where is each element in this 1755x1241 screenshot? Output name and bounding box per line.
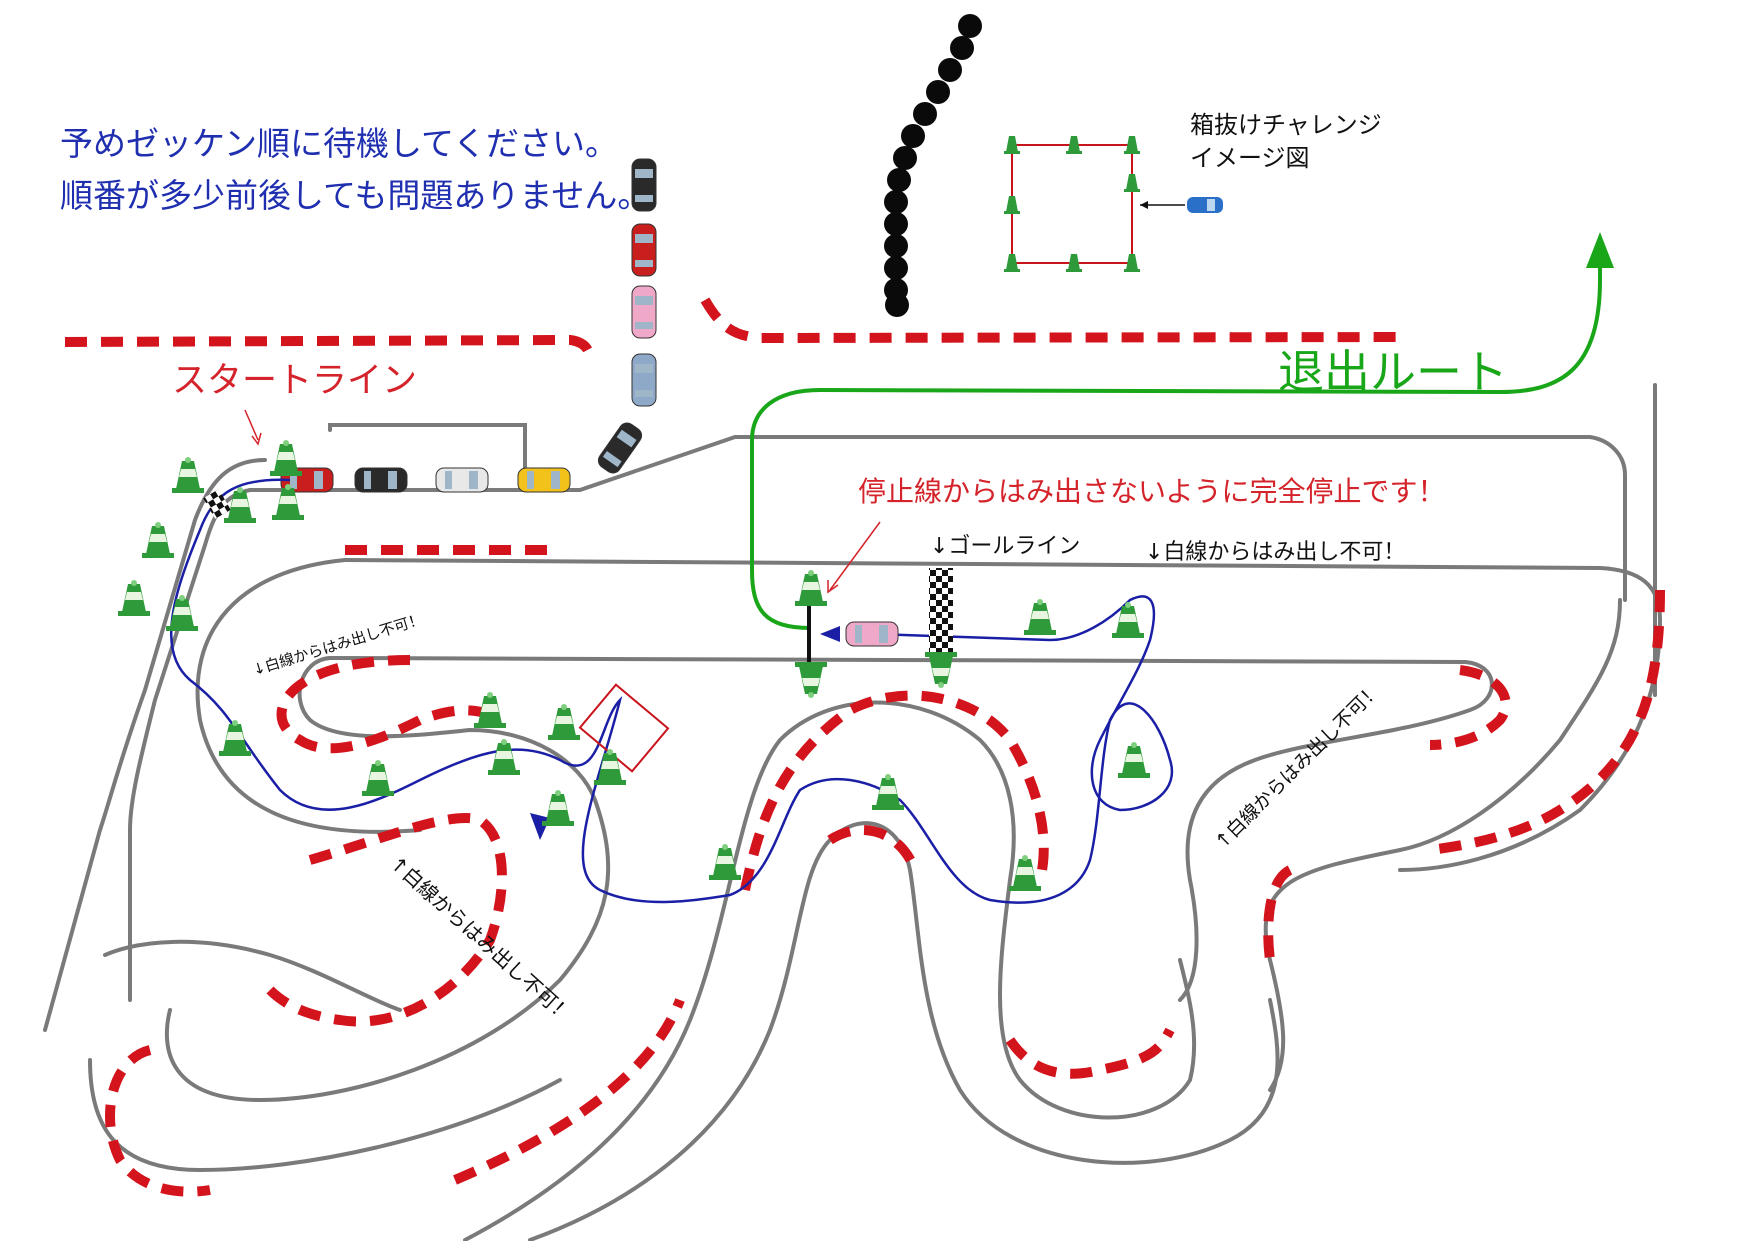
car-icon (845, 621, 899, 647)
curbs (64, 297, 1665, 1197)
start-line-label: スタートライン (172, 361, 418, 401)
car-icon (435, 467, 489, 493)
tire-barrier-icon (884, 14, 982, 317)
no-overrun-label-top: ↓白線からはみ出し不可！ (1145, 540, 1406, 565)
traffic-cone-icon (594, 749, 626, 785)
stop-line-notice: 停止線からはみ出さないように完全停止です！ (858, 475, 1446, 508)
start-checkered-mark (203, 489, 231, 519)
traffic-cone-icon (270, 440, 302, 476)
driving-line (170, 478, 1174, 904)
traffic-cone-icon (1024, 599, 1056, 635)
driving-arrowhead (820, 626, 840, 642)
annotation-arrows (244, 409, 881, 594)
car-icon (631, 353, 657, 407)
box-challenge-title: 箱抜けチャレンジ (1190, 111, 1382, 139)
traffic-cone-icon (542, 790, 574, 826)
traffic-cone-icon (795, 570, 827, 606)
car-icon (354, 467, 408, 493)
car-icon (597, 422, 643, 474)
traffic-cone-icon (219, 720, 251, 756)
box-challenge-diagram (1004, 136, 1223, 272)
instruction-line-1: 予めゼッケン順に待機してください。 (60, 124, 619, 163)
traffic-cone-icon (1112, 602, 1144, 638)
goal-checkered-line (929, 568, 953, 658)
car-icon (1187, 197, 1223, 213)
track-boundary (43, 383, 1662, 1241)
waiting-car-queue (597, 158, 657, 474)
traffic-cone-icon (925, 652, 957, 688)
car-icon (517, 467, 571, 493)
car-icon (631, 285, 657, 339)
goal-line-label: ↓ゴールライン (930, 534, 1081, 559)
traffic-cone-icon (548, 704, 580, 740)
car-icon (631, 223, 657, 277)
exit-route-label: 退出ルート (1278, 345, 1508, 399)
traffic-cone-icon (118, 580, 150, 616)
instruction-line-2: 順番が多少前後しても問題ありません。 (60, 176, 651, 215)
traffic-cone-icon (795, 662, 827, 698)
traffic-cone-icon (488, 739, 520, 775)
car-icon (631, 158, 657, 212)
traffic-cone-icon (142, 522, 174, 558)
exit-route (750, 250, 1602, 630)
box-challenge-zone (578, 683, 670, 773)
traffic-cone-icon (1118, 742, 1150, 778)
driving-arrowhead (530, 813, 550, 840)
box-challenge-subtitle: イメージ図 (1190, 144, 1310, 172)
traffic-cone-icon (872, 774, 904, 810)
traffic-cone-icon (172, 457, 204, 493)
traffic-cone-icon (362, 760, 394, 796)
exit-arrowhead (1586, 232, 1614, 268)
